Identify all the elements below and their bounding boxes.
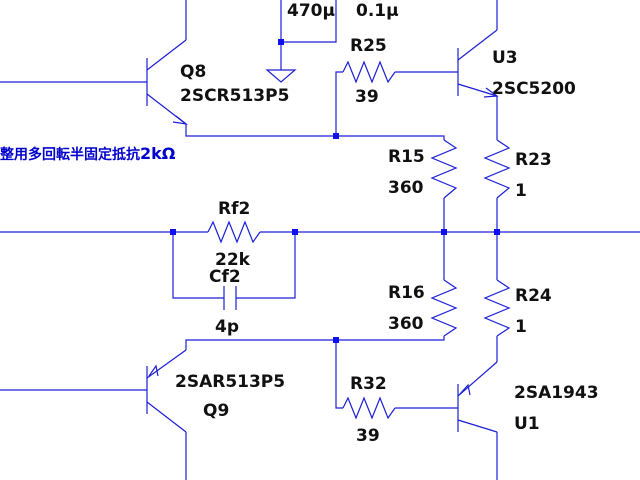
r23-name-label: R23 xyxy=(515,150,552,170)
ground-icon xyxy=(265,69,297,83)
r16-name-label: R16 xyxy=(388,283,425,303)
resistor-r23-icon xyxy=(483,139,511,199)
transistor-q8-icon xyxy=(146,39,189,125)
u3-part-label: 2SC5200 xyxy=(492,79,576,99)
c1-value-label: 470μ xyxy=(287,1,335,21)
junction-dot xyxy=(292,229,298,235)
u3-name-label: U3 xyxy=(492,48,518,68)
junction-dot xyxy=(333,133,339,139)
junction-dot xyxy=(333,337,339,343)
resistor-r24-icon xyxy=(483,279,511,337)
junction-dot xyxy=(278,39,284,45)
q9-part-label: 2SAR513P5 xyxy=(175,372,285,392)
rf2-value-label: 22k xyxy=(215,250,251,270)
transistor-u1-icon xyxy=(457,361,498,433)
r32-name-label: R32 xyxy=(350,374,387,394)
junction-dot xyxy=(441,229,447,235)
junctions xyxy=(170,39,500,343)
r32-value-label: 39 xyxy=(356,426,380,446)
q9-name-label: Q9 xyxy=(203,401,229,421)
transistor-u3-icon xyxy=(457,29,499,98)
r23-value-label: 1 xyxy=(515,181,527,201)
r15-value-label: 360 xyxy=(388,178,424,198)
note-value: 2kΩ xyxy=(140,144,176,163)
r25-name-label: R25 xyxy=(350,36,387,56)
resistor-r16-icon xyxy=(430,279,458,337)
resistor-r15-icon xyxy=(430,139,458,199)
r15-name-label: R15 xyxy=(388,147,425,167)
r16-value-label: 360 xyxy=(388,314,424,334)
u1-part-label: 2SA1943 xyxy=(514,383,599,403)
capacitor-cf2-icon xyxy=(223,286,237,310)
labels: 470μ 0.1μ Q8 2SCR513P5 R25 39 U3 2SC5200… xyxy=(0,1,599,446)
r25-value-label: 39 xyxy=(355,87,379,107)
u1-name-label: U1 xyxy=(514,414,540,434)
q8-name-label: Q8 xyxy=(180,62,206,82)
r24-name-label: R24 xyxy=(515,286,552,306)
note-text: 整用多回転半固定抵抗 xyxy=(0,146,140,163)
resistor-rf2-icon xyxy=(207,220,261,244)
resistor-r32-icon xyxy=(342,396,396,420)
resistor-r25-icon xyxy=(342,60,396,84)
transistor-q9-icon xyxy=(146,349,187,433)
note-label: 整用多回転半固定抵抗2kΩ xyxy=(0,144,176,163)
rf2-name-label: Rf2 xyxy=(218,199,250,219)
q8-part-label: 2SCR513P5 xyxy=(180,86,289,106)
cf2-name-label: Cf2 xyxy=(209,267,241,287)
cf2-value-label: 4p xyxy=(215,317,239,337)
r24-value-label: 1 xyxy=(515,317,527,337)
junction-dot xyxy=(494,229,500,235)
c2-value-label: 0.1μ xyxy=(356,1,399,21)
junction-dot xyxy=(170,229,176,235)
